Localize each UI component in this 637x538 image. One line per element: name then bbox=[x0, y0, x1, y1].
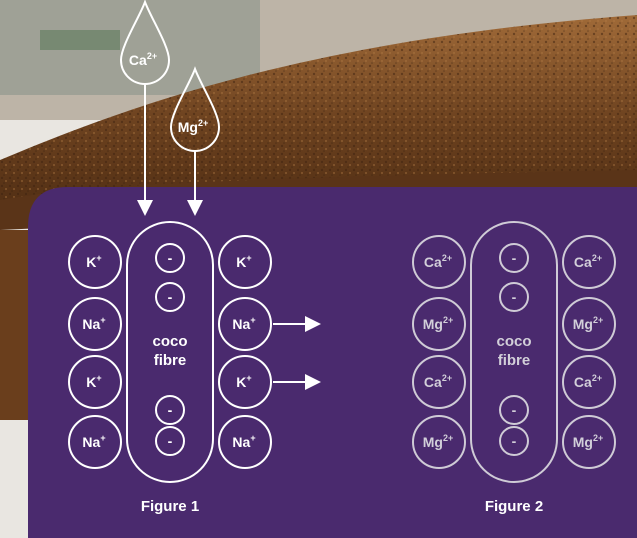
fibre-label-line1: coco bbox=[152, 333, 187, 350]
left-ion-circle bbox=[412, 235, 466, 289]
fibre-label-line2: fibre bbox=[498, 352, 531, 369]
left-ion-circle bbox=[68, 355, 122, 409]
left-ion-label: K+ bbox=[86, 253, 101, 270]
figure-1-caption: Figure 1 bbox=[141, 498, 199, 515]
negative-charge-site bbox=[155, 282, 185, 312]
left-ion-label: Mg2+ bbox=[423, 433, 453, 450]
right-ion-label: Na+ bbox=[232, 315, 255, 332]
negative-charge-site bbox=[155, 395, 185, 425]
right-ion-label: Ca2+ bbox=[574, 373, 602, 390]
drop-outline bbox=[119, 0, 171, 85]
left-ion-circle bbox=[68, 235, 122, 289]
right-ion-circle bbox=[562, 415, 616, 469]
left-ion-label: K+ bbox=[86, 373, 101, 390]
fibre-label-line2: fibre bbox=[154, 352, 187, 369]
negative-charge-site bbox=[499, 243, 529, 273]
left-ion-label: Ca2+ bbox=[424, 373, 452, 390]
right-ion-circle bbox=[218, 235, 272, 289]
minus-sign: - bbox=[512, 433, 517, 449]
left-ion-label: Ca2+ bbox=[424, 253, 452, 270]
minus-sign: - bbox=[168, 402, 173, 418]
cation-drops: Ca2+ Mg2+ bbox=[119, 0, 221, 216]
negative-charge-site bbox=[155, 426, 185, 456]
right-ion-circle bbox=[218, 297, 272, 351]
coco-fibre-body bbox=[470, 221, 558, 483]
left-ion-circle bbox=[412, 355, 466, 409]
minus-sign: - bbox=[512, 402, 517, 418]
left-ion-label: Mg2+ bbox=[423, 315, 453, 332]
info-panel bbox=[28, 187, 637, 538]
left-ion-label: Na+ bbox=[82, 315, 105, 332]
minus-sign: - bbox=[512, 250, 517, 266]
right-ion-circle bbox=[562, 235, 616, 289]
coco-fibre-body bbox=[126, 221, 214, 483]
drop-ion-label: Mg2+ bbox=[178, 118, 208, 135]
right-ion-label: Mg2+ bbox=[573, 433, 603, 450]
calcium-drop: Ca2+ bbox=[119, 0, 171, 216]
figure-2-caption: Figure 2 bbox=[485, 498, 543, 515]
right-ion-circle bbox=[218, 415, 272, 469]
minus-sign: - bbox=[512, 289, 517, 305]
figure-2: ----cocofibreCa2+Mg2+Ca2+Mg2+Ca2+Mg2+Ca2… bbox=[412, 221, 616, 483]
drop-ion-label: Ca2+ bbox=[129, 51, 157, 68]
left-ion-label: Na+ bbox=[82, 433, 105, 450]
negative-charge-site bbox=[155, 243, 185, 273]
right-ion-label: Na+ bbox=[232, 433, 255, 450]
left-ion-circle bbox=[412, 415, 466, 469]
minus-sign: - bbox=[168, 433, 173, 449]
fibre-label-line1: coco bbox=[496, 333, 531, 350]
negative-charge-site bbox=[499, 395, 529, 425]
minus-sign: - bbox=[168, 289, 173, 305]
right-ion-label: K+ bbox=[236, 253, 251, 270]
right-ion-circle bbox=[562, 297, 616, 351]
minus-sign: - bbox=[168, 250, 173, 266]
right-ion-label: Mg2+ bbox=[573, 315, 603, 332]
left-ion-circle bbox=[412, 297, 466, 351]
right-ion-circle bbox=[218, 355, 272, 409]
right-ion-label: K+ bbox=[236, 373, 251, 390]
left-ion-circle bbox=[68, 297, 122, 351]
drop-outline bbox=[169, 66, 221, 152]
left-ion-circle bbox=[68, 415, 122, 469]
magnesium-drop: Mg2+ bbox=[169, 66, 221, 216]
negative-charge-site bbox=[499, 282, 529, 312]
right-ion-label: Ca2+ bbox=[574, 253, 602, 270]
right-ion-circle bbox=[562, 355, 616, 409]
negative-charge-site bbox=[499, 426, 529, 456]
